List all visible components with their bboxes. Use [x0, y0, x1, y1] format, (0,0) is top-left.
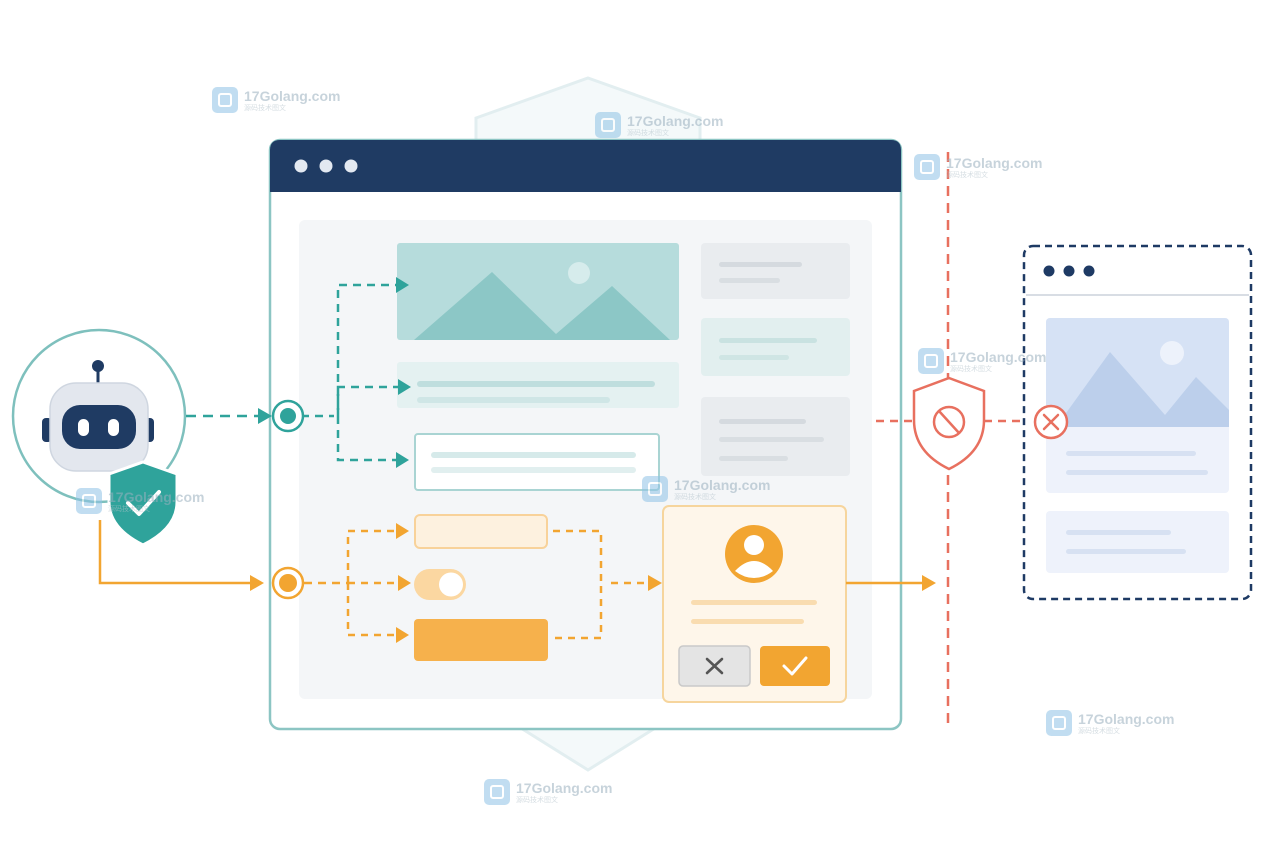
reject-button[interactable]: [678, 645, 751, 687]
toggle-switch[interactable]: [414, 569, 466, 600]
robot-icon: [42, 360, 154, 472]
browser-title-bar: [270, 140, 901, 192]
orange-flow: [98, 520, 922, 640]
teal-arrowheads: [258, 277, 411, 468]
external-image-card: [1046, 318, 1229, 493]
submit-button[interactable]: [414, 619, 548, 661]
window-dot: [344, 159, 358, 173]
window-dot: [294, 159, 308, 173]
external-text-card: [1046, 511, 1229, 573]
text-block-card: [397, 362, 679, 408]
teal-junction-node: [271, 399, 305, 433]
permission-dialog: [662, 505, 847, 703]
orange-input-field[interactable]: [414, 514, 548, 549]
external-browser-window: [1022, 244, 1253, 601]
approve-button[interactable]: [760, 646, 830, 686]
window-dot: [1063, 265, 1075, 277]
main-browser-window: [268, 138, 903, 731]
window-dot: [1043, 265, 1055, 277]
sidebar-card: [701, 243, 850, 299]
sidebar-card: [701, 397, 850, 476]
window-dot: [319, 159, 333, 173]
orange-arrowheads: [250, 523, 936, 643]
check-icon: [782, 656, 808, 676]
orange-junction-node: [271, 566, 305, 600]
user-avatar-icon: [725, 525, 783, 583]
window-dot: [1083, 265, 1095, 277]
ai-agent: [11, 328, 187, 547]
x-icon: [705, 657, 724, 675]
text-input-field[interactable]: [414, 433, 660, 491]
shield-check-icon: [107, 460, 179, 547]
hero-image-card: [397, 243, 679, 340]
sidebar-card: [701, 318, 850, 376]
shield-block-icon: [912, 376, 986, 471]
teal-flow: [186, 283, 400, 462]
x-circle-icon: [1033, 404, 1069, 440]
